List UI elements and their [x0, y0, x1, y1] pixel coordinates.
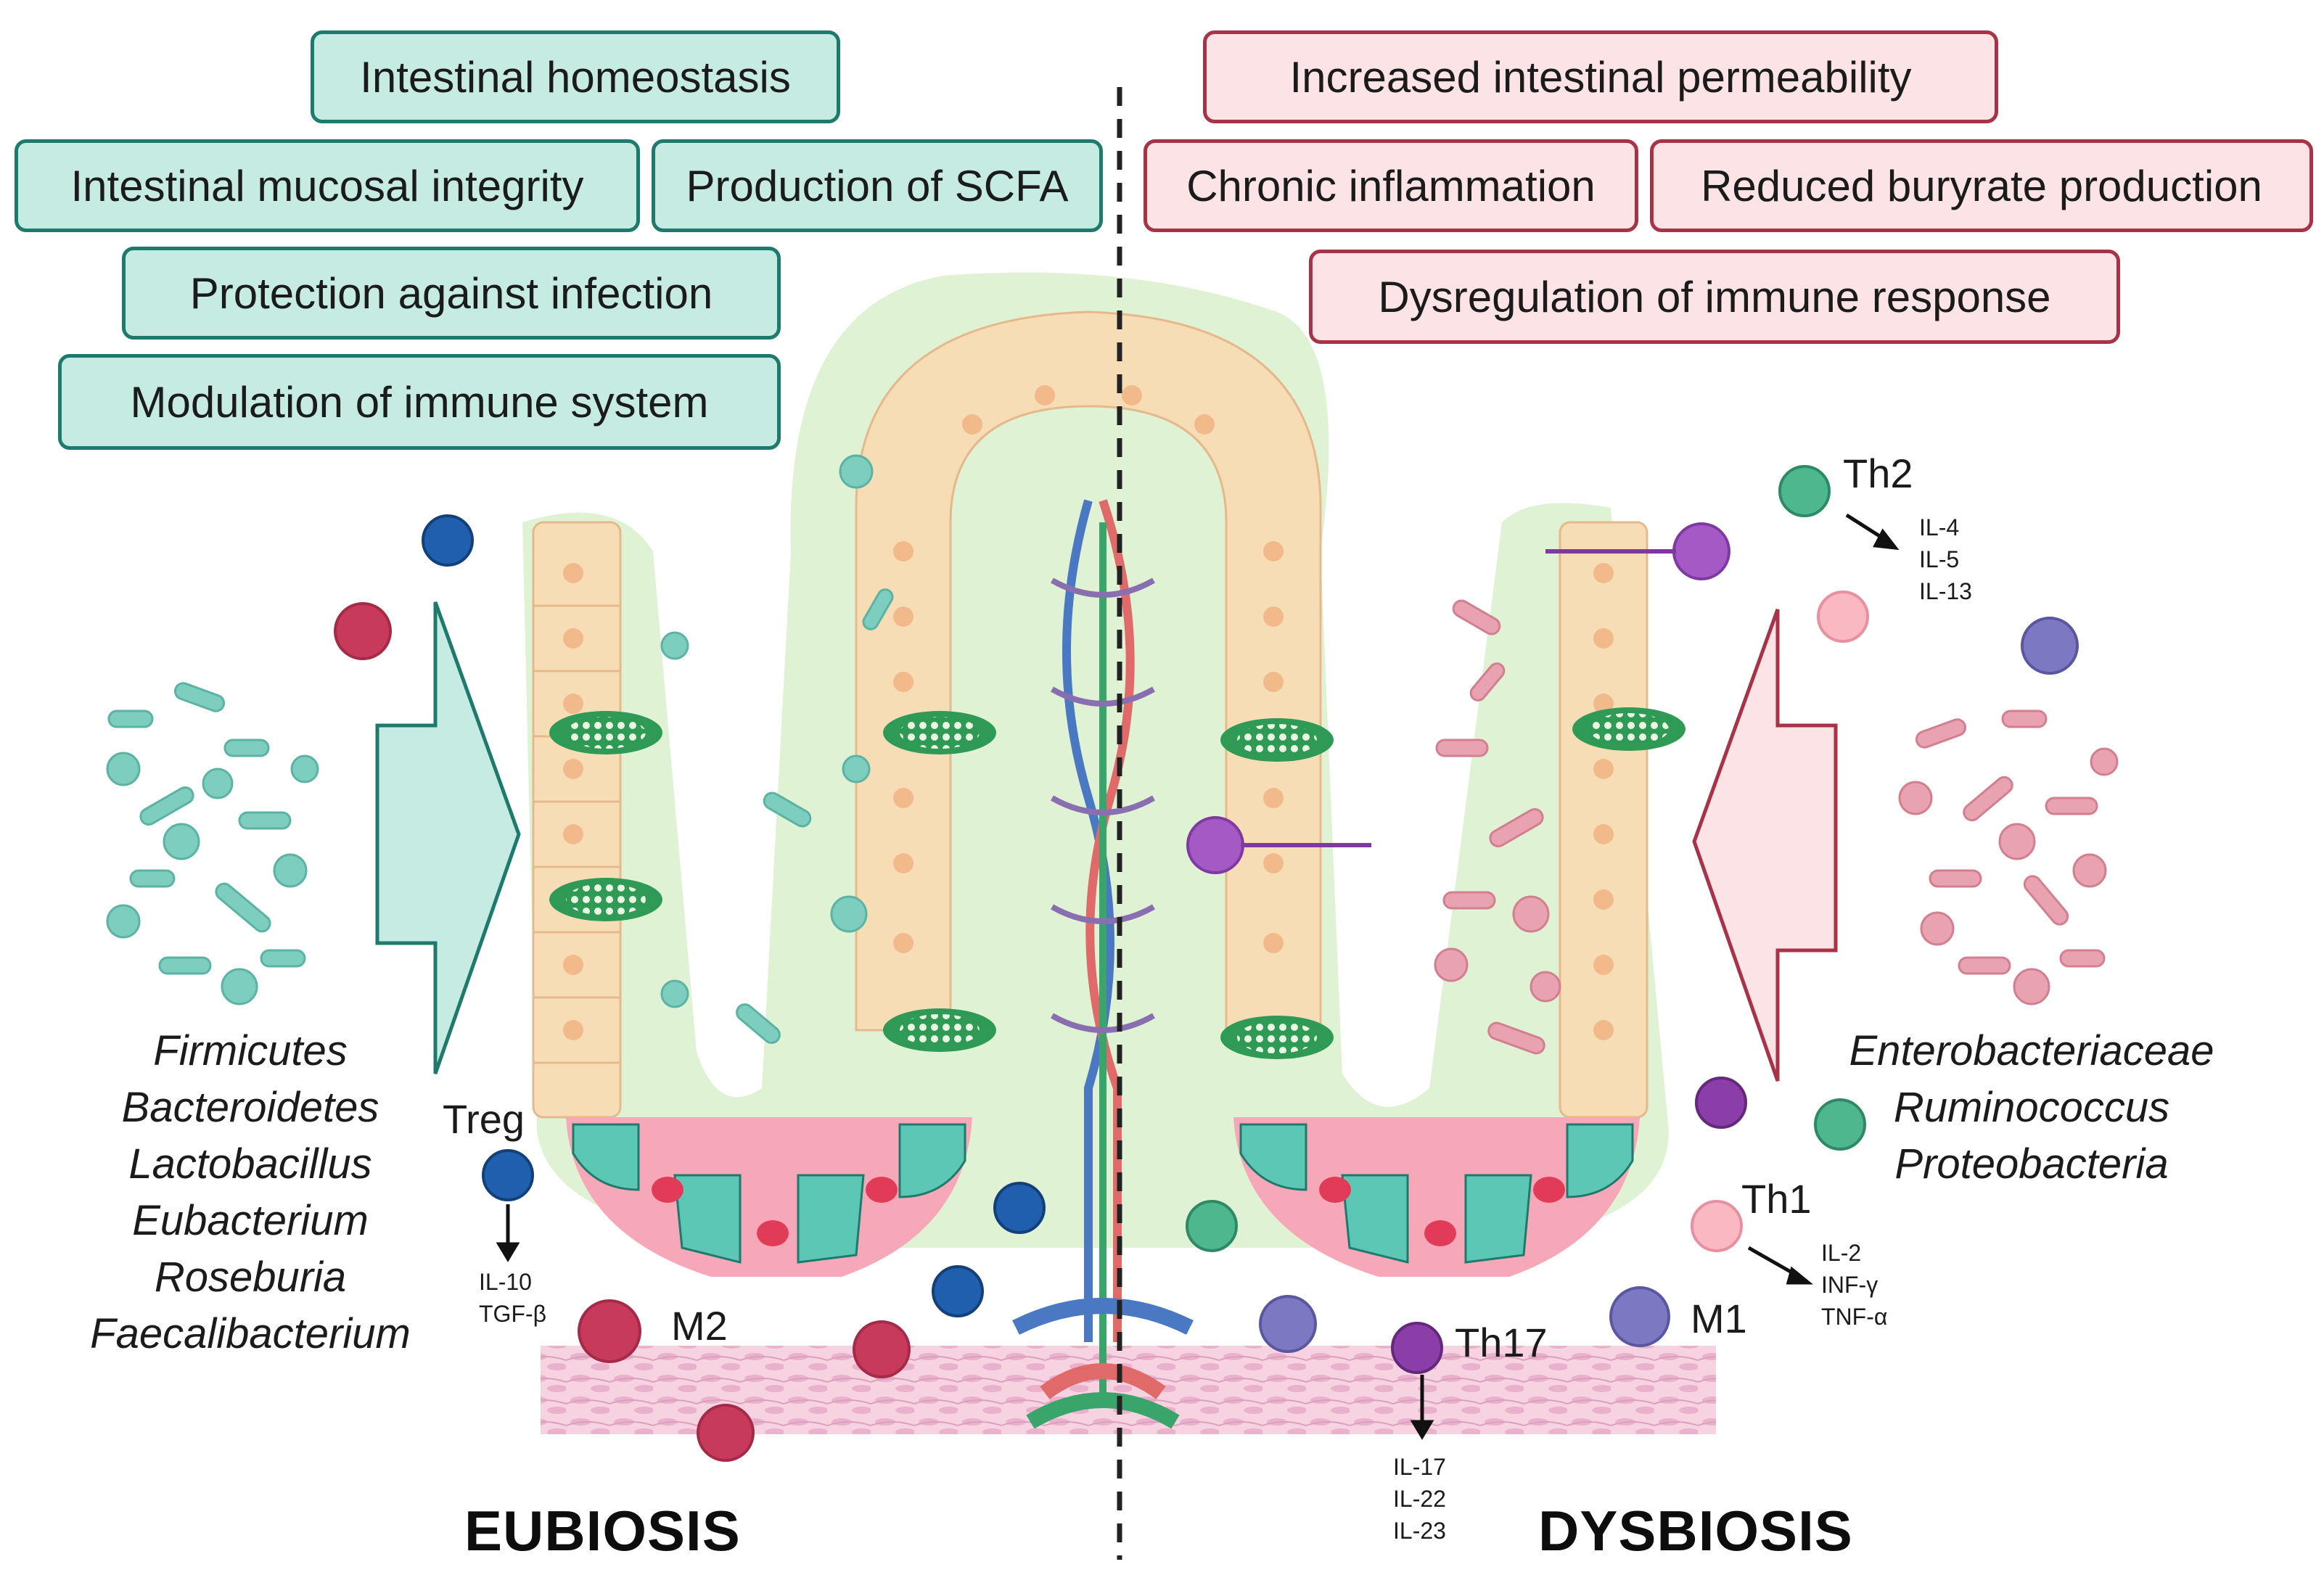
- eubiosis-taxa-list: Firmicutes Bacteroidetes Lactobacillus E…: [65, 1023, 435, 1362]
- left-villus-epithelium: [532, 521, 622, 1119]
- m1-label: M1: [1691, 1296, 1747, 1341]
- goblet-cells: [549, 707, 1685, 1059]
- dysbiosis-bacteria-cluster: [1434, 599, 2119, 1055]
- effect-immune-dysregulation: Dysregulation of immune response: [1309, 250, 2120, 344]
- benefit-scfa-production: Production of SCFA: [652, 139, 1103, 232]
- capillary-network: [1012, 499, 1194, 1429]
- crypt-base-left: [566, 1117, 972, 1277]
- benefit-mucosal-integrity: Intestinal mucosal integrity: [15, 139, 640, 232]
- taxon-bacteroidetes: Bacteroidetes: [121, 1084, 379, 1131]
- th17-cytokines: IL-17 IL-22 IL-23: [1393, 1451, 1446, 1547]
- benefit-infection-protection: Protection against infection: [122, 247, 781, 340]
- right-villus-epithelium: [1559, 521, 1648, 1119]
- eubiosis-arrow: [375, 601, 521, 1074]
- benefit-intestinal-homeostasis: Intestinal homeostasis: [311, 30, 840, 123]
- th2-cytokines: IL-4 IL-5 IL-13: [1919, 511, 1972, 607]
- taxon-firmicutes: Firmicutes: [153, 1027, 348, 1074]
- dendritic-cells: [1186, 522, 1730, 874]
- taxon-faecalibacterium: Faecalibacterium: [90, 1310, 411, 1357]
- effect-intestinal-permeability: Increased intestinal permeability: [1203, 30, 1998, 123]
- cytokine-il-5: IL-5: [1919, 546, 1960, 572]
- cytokine-il-2: IL-2: [1821, 1240, 1862, 1266]
- effect-reduced-butyrate: Reduced buryrate production: [1650, 139, 2313, 232]
- dysbiosis-taxa-list: Enterobacteriaceae Ruminococcus Proteoba…: [1828, 1023, 2235, 1193]
- eubiosis-title: EUBIOSIS: [464, 1499, 741, 1563]
- eubiosis-bacteria-cluster: [106, 454, 894, 1044]
- cytokine-il-4: IL-4: [1919, 514, 1960, 540]
- crypt-base-right: [1233, 1117, 1640, 1277]
- cytokine-il-17: IL-17: [1393, 1454, 1446, 1480]
- th17-label: Th17: [1455, 1320, 1548, 1365]
- taxon-proteobacteria: Proteobacteria: [1894, 1140, 2169, 1188]
- taxon-roseburia: Roseburia: [154, 1254, 347, 1301]
- m2-label: M2: [671, 1303, 728, 1349]
- taxon-eubacterium: Eubacterium: [132, 1197, 369, 1244]
- th2-label: Th2: [1843, 451, 1913, 496]
- m1-macrophage-cells: [1259, 617, 2079, 1353]
- th1-label: Th1: [1741, 1176, 1812, 1222]
- cytokine-il-22: IL-22: [1393, 1486, 1446, 1512]
- dysbiosis-title: DYSBIOSIS: [1538, 1499, 1853, 1563]
- cytokine-tgf-beta: TGF-β: [479, 1301, 547, 1327]
- cytokine-inf-gamma: INF-γ: [1821, 1272, 1879, 1298]
- effect-chronic-inflammation: Chronic inflammation: [1143, 139, 1638, 232]
- cytokine-arrows: [496, 513, 1900, 1440]
- mucus-layer: [522, 272, 1669, 1248]
- m2-macrophage-cells: [334, 602, 911, 1462]
- th1-cytokines: IL-2 INF-γ TNF-α: [1821, 1237, 1887, 1333]
- cytokine-il-13: IL-13: [1919, 578, 1972, 604]
- cytokine-il-10: IL-10: [479, 1269, 532, 1295]
- taxon-lactobacillus: Lactobacillus: [128, 1140, 372, 1188]
- cytokine-tnf-alpha: TNF-α: [1821, 1304, 1888, 1330]
- benefit-immune-modulation: Modulation of immune system: [58, 354, 781, 450]
- cytokine-il-23: IL-23: [1393, 1518, 1446, 1544]
- lymphocyte-cells: [422, 465, 1869, 1374]
- taxon-ruminococcus: Ruminococcus: [1893, 1084, 2170, 1131]
- treg-label: Treg: [443, 1096, 525, 1142]
- treg-cytokines: IL-10 TGF-β: [479, 1266, 546, 1330]
- taxon-enterobacteriaceae: Enterobacteriaceae: [1849, 1027, 2214, 1074]
- dysbiosis-arrow: [1692, 609, 1838, 1082]
- central-villus: [855, 310, 1322, 1032]
